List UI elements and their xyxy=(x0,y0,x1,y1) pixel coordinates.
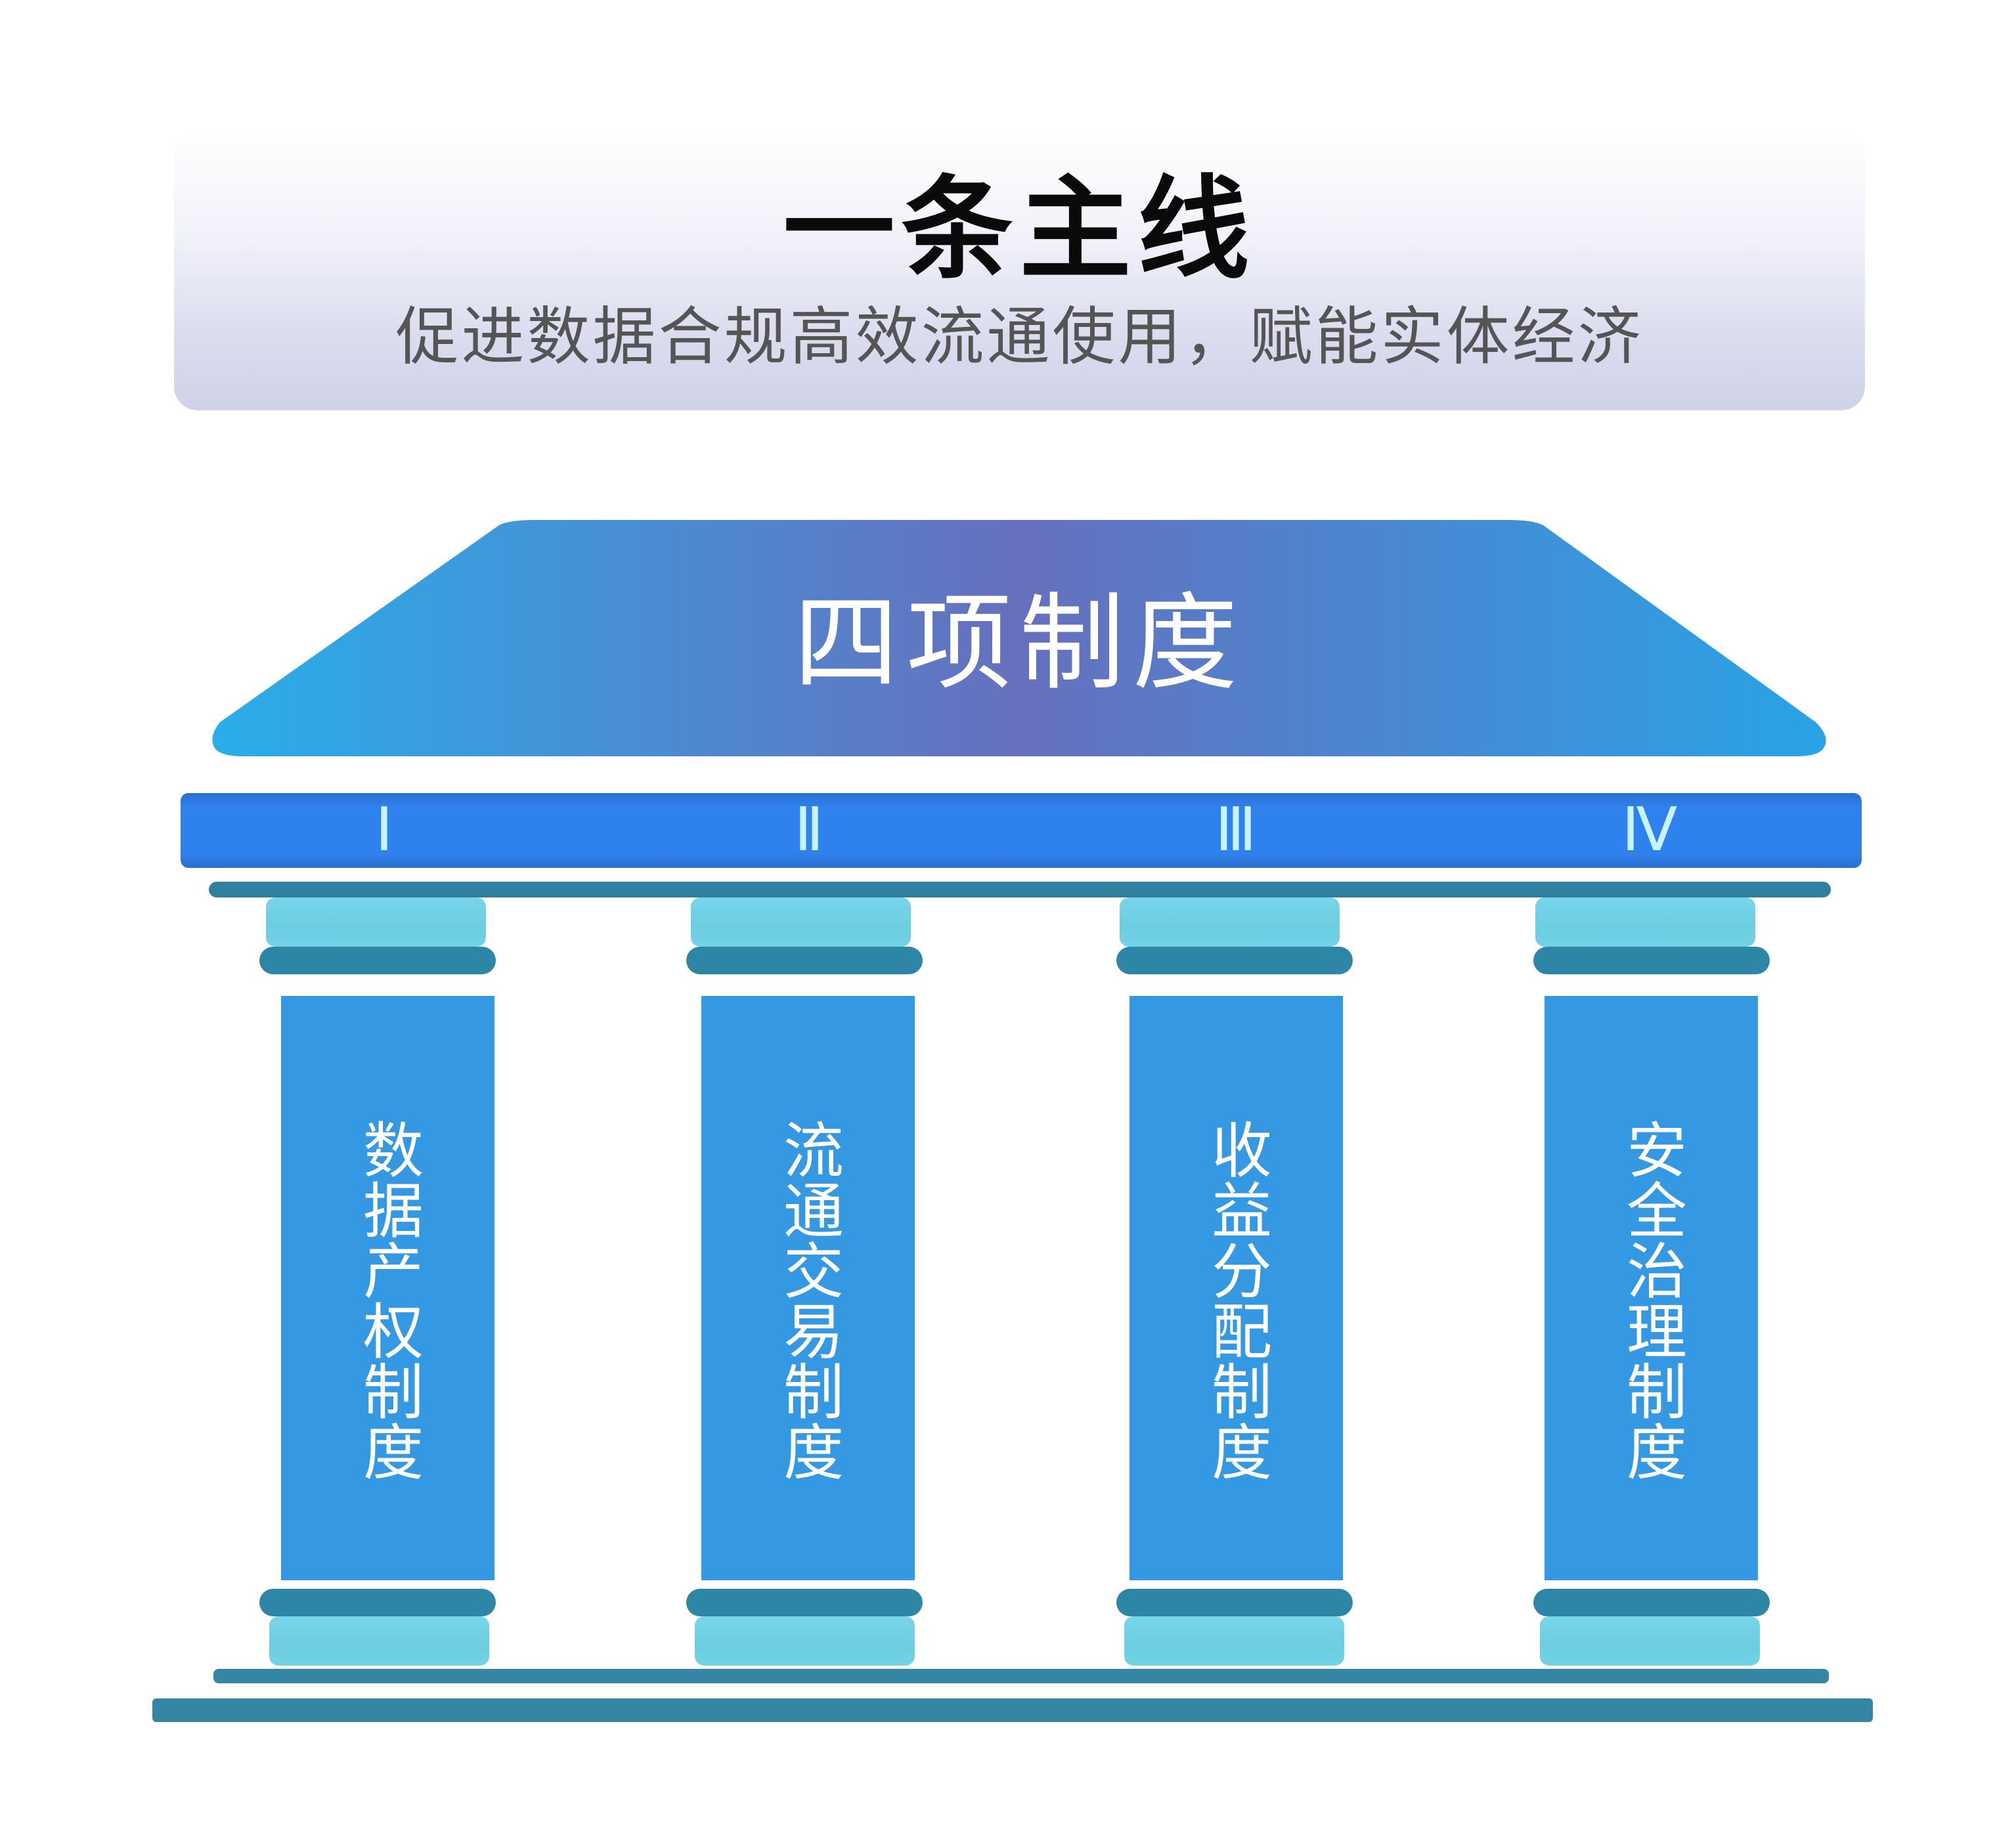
numeral-1: Ⅰ xyxy=(375,796,393,863)
pillar-label: 安全治理制度 xyxy=(1616,1119,1687,1481)
pillar-shaft: 数据产权制度 xyxy=(281,996,494,1580)
pillar-shaft: 收益分配制度 xyxy=(1129,996,1343,1580)
base-light-band xyxy=(695,1616,915,1666)
numeral-4: Ⅳ xyxy=(1621,796,1678,863)
capital-light-band xyxy=(1120,897,1340,947)
roof-title: 四项制度 xyxy=(793,582,1246,704)
pillar-label: 收益分配制度 xyxy=(1201,1119,1272,1481)
pillar-label: 数据产权制度 xyxy=(353,1119,424,1481)
capital-light-band xyxy=(1535,897,1755,947)
pillar-label: 流通交易制度 xyxy=(773,1119,844,1481)
base-beam xyxy=(213,1669,1829,1683)
subtitle: 促进数据合规高效流通使用，赋能实体经济 xyxy=(395,300,1644,374)
capital-light-band xyxy=(691,897,911,947)
base-dark-band xyxy=(1116,1589,1353,1616)
capital-dark-band xyxy=(1116,947,1353,974)
base-dark-band xyxy=(686,1589,923,1616)
header-card: 一条主线 促进数据合规高效流通使用，赋能实体经济 xyxy=(174,131,1865,410)
capital-dark-band xyxy=(1533,947,1770,974)
capital-dark-band xyxy=(686,947,923,974)
pillar-shaft: 安全治理制度 xyxy=(1545,996,1758,1580)
base-dark-band xyxy=(1533,1589,1770,1616)
base-dark-band xyxy=(259,1589,496,1616)
roof-pediment: 四项制度 xyxy=(207,519,1832,762)
pillar-shaft: 流通交易制度 xyxy=(701,996,915,1580)
capital-dark-band xyxy=(259,947,496,974)
top-beam xyxy=(209,882,1831,897)
main-title: 一条主线 xyxy=(783,165,1256,295)
base-light-band xyxy=(1540,1616,1760,1666)
base-light-band xyxy=(1124,1616,1344,1666)
numeral-band: Ⅰ Ⅱ Ⅲ Ⅳ xyxy=(181,793,1862,868)
numeral-3: Ⅲ xyxy=(1215,796,1256,863)
numeral-2: Ⅱ xyxy=(794,796,823,863)
base-slab xyxy=(152,1698,1873,1722)
capital-light-band xyxy=(266,897,486,947)
base-light-band xyxy=(269,1616,489,1666)
roof-shape xyxy=(212,520,1826,756)
